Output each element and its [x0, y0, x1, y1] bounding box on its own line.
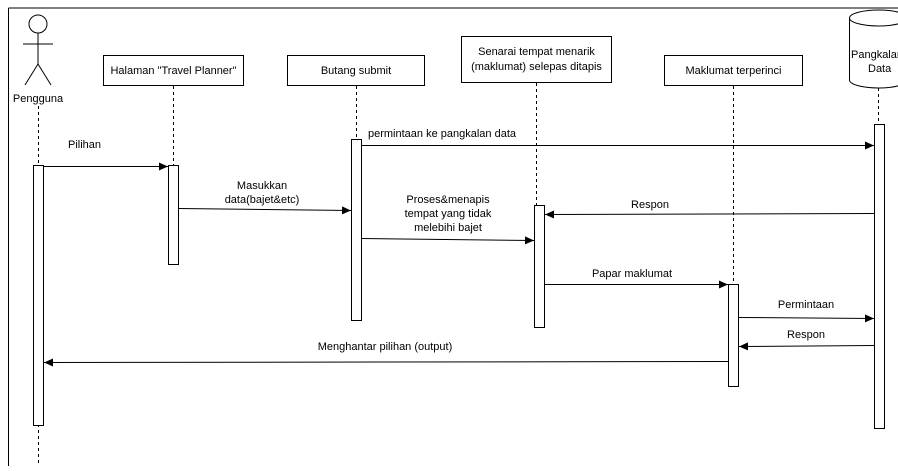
message-respon-2-arrow	[739, 346, 875, 347]
message-proses-label-1: Proses&menapis	[406, 194, 490, 206]
participant-maklumat-label: Maklumat terperinci	[686, 65, 782, 77]
actor-label: Pengguna	[13, 93, 64, 105]
activation-maklumat	[729, 285, 739, 387]
activation-butang	[352, 140, 362, 321]
lifelines	[39, 83, 879, 466]
message-respon-label: Respon	[631, 199, 669, 211]
message-papar-label: Papar maklumat	[592, 268, 672, 280]
message-labels: Pilihan Masukkan data(bajet&etc) permint…	[68, 128, 834, 353]
participant-halaman-label: Halaman "Travel Planner"	[110, 65, 236, 77]
participant-halaman: Halaman "Travel Planner"	[104, 56, 244, 86]
database-label-1: Pangkalan	[851, 49, 898, 61]
message-proses-arrow	[362, 239, 535, 241]
message-masukkan-label-1: Masukkan	[237, 180, 287, 192]
activation-senarai	[535, 206, 545, 328]
database-label-2: Data	[868, 63, 892, 75]
participant-senarai: Senarai tempat menarik (maklumat) selepa…	[462, 37, 612, 83]
participant-butang: Butang submit	[288, 56, 425, 86]
message-permintaan-db-label: permintaan ke pangkalan data	[368, 128, 517, 140]
participant-maklumat: Maklumat terperinci	[665, 56, 803, 86]
message-respon-arrow	[545, 214, 875, 215]
message-respon-2-label: Respon	[787, 329, 825, 341]
actor-right-leg	[38, 64, 51, 85]
message-proses-label-2: tempat yang tidak	[405, 208, 492, 220]
database-icon	[850, 10, 898, 26]
message-proses-label-3: melebihi bajet	[414, 222, 482, 234]
activation-pengguna	[34, 166, 44, 426]
message-permintaan-label: Permintaan	[778, 299, 834, 311]
message-permintaan-arrow	[739, 318, 875, 319]
participant-senarai-box	[462, 37, 612, 83]
message-pilihan-label: Pilihan	[68, 139, 101, 151]
activations	[34, 125, 885, 429]
actor-pengguna: Pengguna	[13, 15, 64, 105]
participant-butang-label: Butang submit	[321, 65, 391, 77]
participant-pangkalan-data: Pangkalan Data	[850, 10, 898, 88]
actor-head	[29, 15, 47, 33]
participant-senarai-label-2: (maklumat) selepas ditapis	[471, 61, 602, 73]
actor-left-leg	[25, 64, 38, 85]
activation-halaman	[169, 166, 179, 265]
message-output-arrow	[44, 362, 729, 363]
message-output-label: Menghantar pilihan (output)	[318, 341, 453, 353]
participant-senarai-label-1: Senarai tempat menarik	[478, 46, 595, 58]
message-masukkan-label-2: data(bajet&etc)	[225, 194, 300, 206]
activation-pangkalan-data	[875, 125, 885, 429]
message-masukkan-arrow	[179, 209, 352, 211]
